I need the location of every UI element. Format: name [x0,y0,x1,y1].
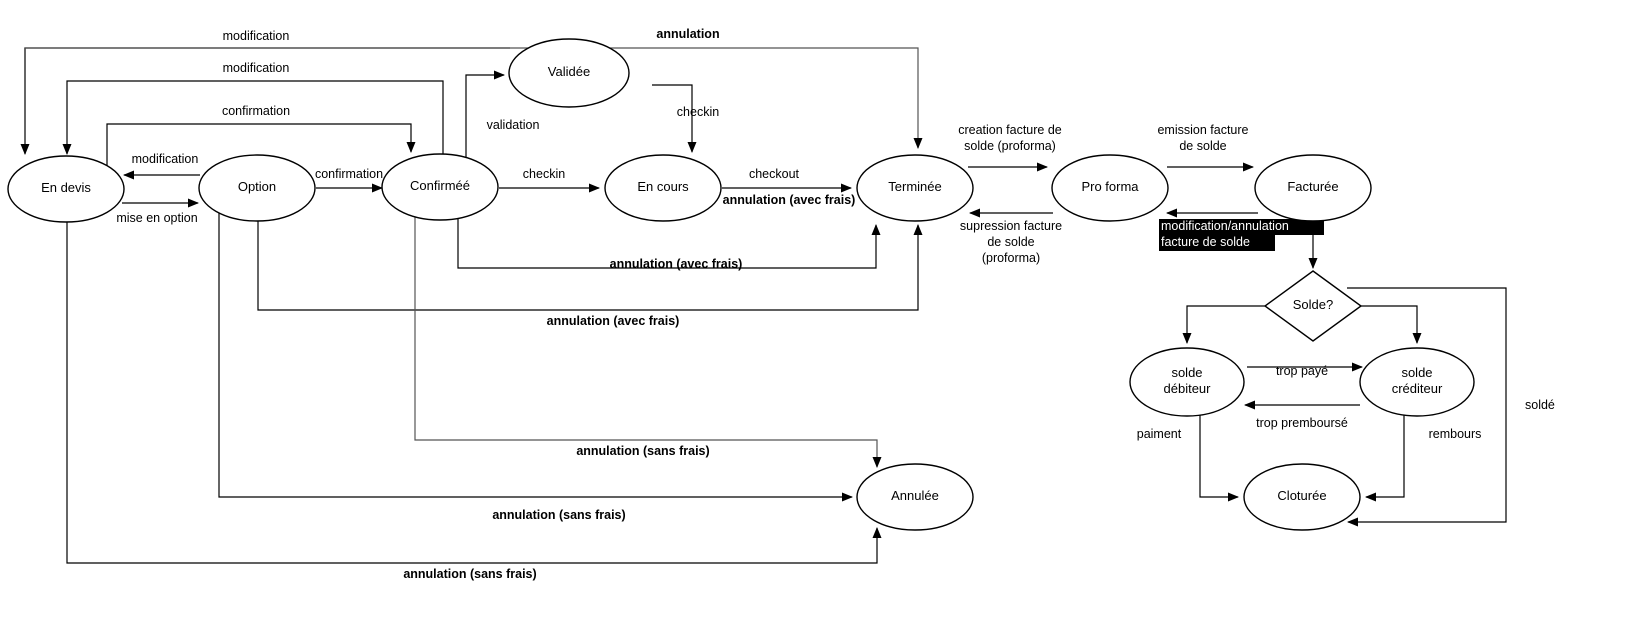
node-cloturee[interactable]: Cloturée [1243,463,1361,531]
edge-option-annulation-avec-frais-label: annulation (avec frais) [547,314,680,328]
edge-facturee-modification-annulation-highlight-bg [1159,219,1324,235]
edge-confirmee-checkin-label: checkin [523,167,565,181]
node-option[interactable]: Option [198,154,316,222]
node-facturee[interactable]: Facturée [1254,154,1372,222]
edge-debiteur-paiment [1199,414,1239,502]
edge-validee-annulation-top-label: annulation [656,27,719,41]
node-shape-option [198,154,316,222]
edges-layer [20,47,1507,564]
edge-validee-modification-top-label: modification [223,29,290,43]
node-shape-en-cours [604,154,722,222]
edge-en-cours-annulation-avec-frais-label: annulation (avec frais) [723,193,856,207]
edge-confirmee-validation-label: validation [487,118,540,132]
node-en-cours[interactable]: En cours [604,154,722,222]
edge-solde-question-crediteur [1361,305,1422,344]
node-label-option: Option [238,179,276,194]
edge-solde-question-debiteur [1182,305,1265,344]
edge-facturee-modification-annulation-highlight-bg [1159,235,1275,251]
node-shape-confirmee [381,153,499,221]
node-label-en-devis: En devis [41,180,91,195]
edge-confirmee-annulation-avec-frais-label: annulation (avec frais) [610,257,743,271]
edge-validee-annulation-top [25,47,923,149]
node-shape-terminee [856,154,974,222]
edge-solde-question-solde-label: soldé [1525,398,1555,412]
node-shape-annulee [856,463,974,531]
node-label-en-cours: En cours [637,179,689,194]
edge-confirmee-annulation-sans-frais-label: annulation (sans frais) [576,444,709,458]
node-label-pro-forma: Pro forma [1081,179,1139,194]
node-pro-forma[interactable]: Pro forma [1051,154,1169,222]
node-label-annulee: Annulée [891,488,939,503]
edge-solde-question-solde [1347,287,1507,527]
node-label-confirmee: Confirméé [410,178,470,193]
edge-validee-checkin-label: checkin [677,105,719,119]
node-shape-solde-crediteur [1359,347,1475,417]
node-label-validee: Validée [548,64,590,79]
edge-debiteur-paiment-label: paiment [1137,427,1182,441]
node-shape-en-devis [7,155,125,223]
edge-confirmee-modification [62,80,444,155]
edge-option-annulation-avec-frais [257,219,923,311]
edge-en-devis-confirmation [106,123,416,170]
edge-option-confirmation-label: confirmation [315,167,383,181]
edge-labels-layer: mise en option modification confirmation co… [116,27,1555,581]
edge-crediteur-trop-premborse-label: trop premboursé [1256,416,1348,430]
nodes-layer: En devis Option Confirméé Validée En cours Te… [7,38,1475,531]
node-shape-facturee [1254,154,1372,222]
node-terminee[interactable]: Terminée [856,154,974,222]
edge-en-devis-confirmation-label: confirmation [222,104,290,118]
edge-en-devis-mise-en-option-label: mise en option [116,211,197,225]
node-confirmee[interactable]: Confirméé [381,153,499,221]
edge-option-annulation-sans-frais [218,210,853,502]
edge-debiteur-trop-paye-label: trop payé [1276,364,1328,378]
node-shape-solde-debiteur [1129,347,1245,417]
edge-confirmee-annulation-sans-frais [414,210,882,468]
node-label-facturee: Facturée [1287,179,1338,194]
node-label-terminee: Terminée [888,179,941,194]
node-shape-solde-question [1263,270,1363,342]
edge-validee-checkin [652,84,697,153]
node-solde-question[interactable]: Solde? [1263,270,1363,342]
edge-en-cours-checkout-label: checkout [749,167,800,181]
edge-confirmee-modification-label: modification [223,61,290,75]
edge-en-devis-annulation-sans-frais-label: annulation (sans frais) [403,567,536,581]
edge-crediteur-rembours [1365,414,1405,502]
node-en-devis[interactable]: En devis [7,155,125,223]
edge-option-modification-label: modification [132,152,199,166]
edge-option-annulation-sans-frais-label: annulation (sans frais) [492,508,625,522]
node-shape-cloturee [1243,463,1361,531]
edge-confirmee-validation [465,70,505,157]
node-shape-pro-forma [1051,154,1169,222]
edge-en-devis-annulation-sans-frais [66,212,882,564]
edge-confirmee-annulation-avec-frais [457,218,881,269]
node-label-solde-question: Solde? [1293,297,1333,312]
node-label-cloturee: Cloturée [1277,488,1326,503]
node-annulee[interactable]: Annulée [856,463,974,531]
node-validee[interactable]: Validée [508,38,630,108]
node-shape-validee [508,38,630,108]
edge-crediteur-rembours-label: rembours [1429,427,1482,441]
